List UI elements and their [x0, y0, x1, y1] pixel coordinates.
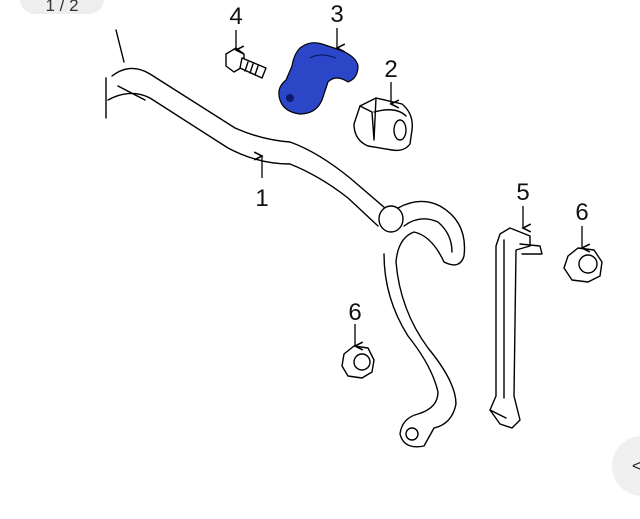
callout-2: 2 [384, 56, 397, 83]
chevron-left-icon[interactable]: < [632, 458, 640, 475]
callout-6-left: 6 [348, 299, 361, 326]
stabilizer-bracket[interactable] [278, 42, 359, 115]
leader-lines [236, 28, 582, 346]
bolt[interactable] [225, 47, 267, 79]
page-counter: 1 / 2 [20, 0, 104, 15]
nut-right[interactable] [563, 247, 603, 283]
callout-3: 3 [330, 1, 343, 28]
frame-edge [105, 29, 125, 119]
bushing[interactable] [353, 97, 413, 152]
callout-5: 5 [516, 179, 529, 206]
callout-4: 4 [229, 3, 242, 30]
nut-left[interactable] [341, 345, 375, 379]
callout-6-right: 6 [575, 199, 588, 226]
stabilizer-link[interactable] [489, 227, 543, 429]
callout-1: 1 [255, 185, 268, 212]
